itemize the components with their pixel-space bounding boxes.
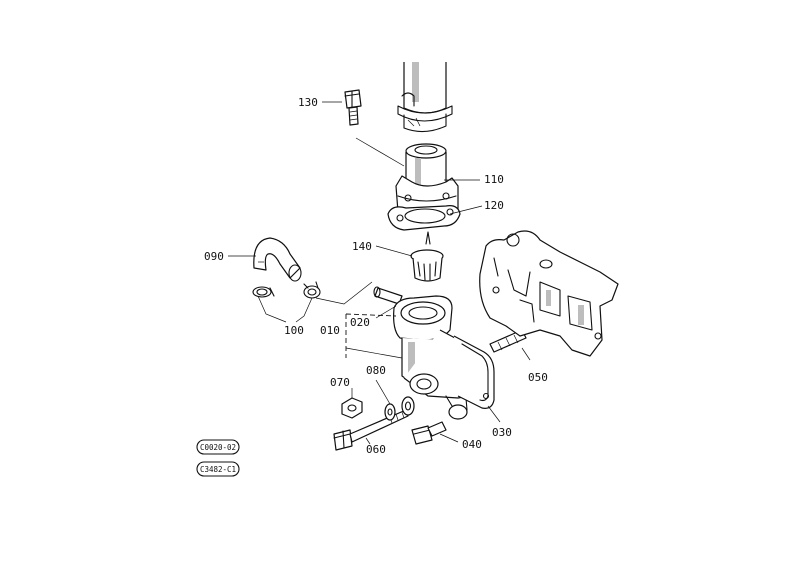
hose-clips [252,281,321,299]
callout-130: 130 [298,96,318,109]
callout-110: 110 [484,173,504,186]
callout-080: 080 [366,364,386,377]
callout-100: 100 [284,324,304,337]
callout-090: 090 [204,250,224,263]
callout-070: 070 [330,376,350,389]
badge-outline-bottom [196,461,240,477]
engine-block [479,230,619,357]
callout-140: 140 [352,240,372,253]
leader-lines [228,101,531,445]
bolt-130 [344,89,362,126]
callout-030: 030 [492,426,512,439]
callout-labels: 130 110 120 140 090 100 020 010 070 080 … [204,96,548,456]
badge-code-top: C0020-02 [200,443,236,452]
badge-outline-top [196,439,240,455]
nut [341,397,363,419]
drain-plug [411,421,447,445]
callout-120: 120 [484,199,504,212]
badge-code-bottom: C3482-C1 [200,465,236,474]
callout-050: 050 [528,371,548,384]
callout-060: 060 [366,443,386,456]
callout-020: 020 [350,316,370,329]
gasket [387,205,461,231]
callout-040: 040 [462,438,482,451]
callout-010: 010 [320,324,340,337]
pipe [373,286,403,305]
thermostat [410,231,444,282]
bypass-hose [253,237,302,282]
flange-gasket [453,335,495,409]
upper-hose [397,62,453,133]
code-badges: C0020-02 C3482-C1 [196,439,240,477]
washers [384,396,415,421]
stud-bolt [489,329,527,353]
